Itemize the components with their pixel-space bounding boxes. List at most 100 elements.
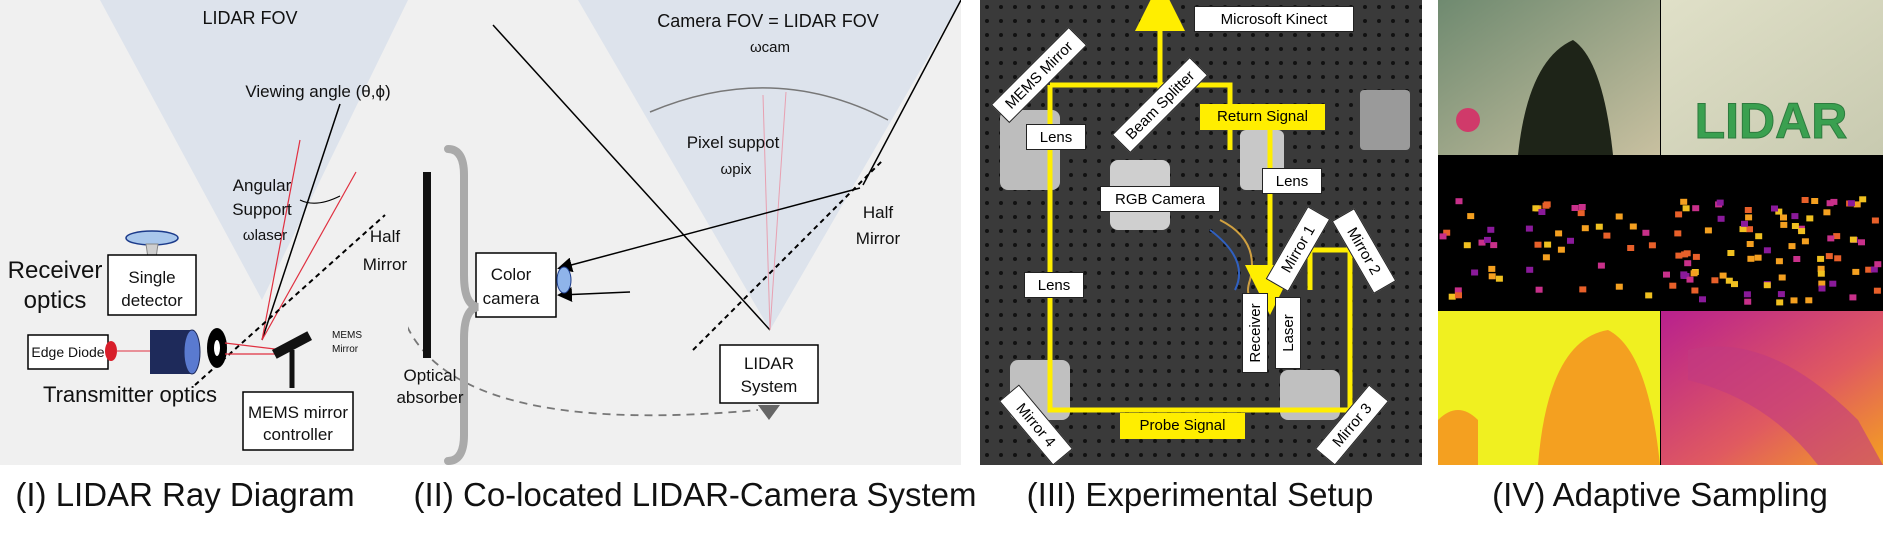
sample-point bbox=[1818, 280, 1826, 287]
camera-fov-label: Camera FOV = LIDAR FOV bbox=[657, 11, 879, 31]
fov-edge-left bbox=[492, 24, 771, 331]
receiver-optics-line2: optics bbox=[24, 287, 87, 314]
sample-point bbox=[1467, 213, 1475, 220]
sample-point bbox=[1488, 265, 1496, 272]
lidar-letters-text: LIDAR bbox=[1695, 93, 1848, 149]
laser-ray-left bbox=[261, 139, 301, 341]
angular-support-symbol: ωlaser bbox=[243, 227, 287, 244]
optical-absorber-label: Optical absorber bbox=[385, 365, 475, 409]
lidar-system-line1: LIDAR bbox=[744, 354, 794, 373]
beam-left bbox=[1047, 85, 1353, 413]
sample-point bbox=[1471, 269, 1479, 276]
probe-beam-1 bbox=[224, 342, 284, 351]
sample-point bbox=[1805, 297, 1813, 304]
sample-point bbox=[1871, 217, 1879, 224]
sample-point bbox=[1790, 297, 1798, 304]
sample-point bbox=[1704, 227, 1712, 234]
sample-point bbox=[1834, 255, 1842, 262]
sample-point bbox=[1776, 299, 1784, 306]
fov-edge-right bbox=[862, 0, 961, 186]
sample-point bbox=[1791, 213, 1799, 220]
reflected-ray-1 bbox=[557, 187, 861, 273]
sample-point bbox=[1744, 207, 1752, 213]
single-detector-line2: detector bbox=[121, 291, 183, 310]
sample-point bbox=[1525, 225, 1533, 232]
sample-point bbox=[1780, 214, 1787, 221]
sparse-samples-right bbox=[1661, 156, 1883, 310]
lidar-fov-cone bbox=[100, 0, 408, 300]
camera-lens-icon bbox=[556, 266, 572, 294]
sample-point bbox=[1680, 271, 1688, 278]
edge-diode-label: Edge Diode bbox=[31, 344, 104, 360]
sample-point bbox=[1577, 210, 1585, 217]
sample-point bbox=[1865, 266, 1873, 273]
sample-point bbox=[1663, 271, 1670, 278]
rgb-scene-lidar-letters bbox=[1661, 0, 1883, 155]
panel-colocated-system: Camera FOV = LIDAR FOV ωcam Pixel suppot… bbox=[408, 0, 961, 465]
sample-point bbox=[1780, 221, 1788, 228]
sample-point bbox=[1827, 235, 1835, 242]
sample-point bbox=[1741, 220, 1748, 227]
receiver-label: Receiver bbox=[1242, 293, 1268, 373]
lidar-fov-label: LIDAR FOV bbox=[202, 8, 297, 28]
sample-point bbox=[1448, 293, 1456, 300]
sample-point bbox=[1571, 205, 1579, 211]
camera-fov-cone bbox=[578, 0, 961, 330]
sample-point bbox=[1579, 286, 1587, 293]
sample-point bbox=[1675, 211, 1683, 218]
sparse-samples-left bbox=[1438, 156, 1660, 310]
single-detector-box bbox=[107, 254, 197, 316]
sample-point bbox=[1692, 253, 1700, 260]
sample-point bbox=[1806, 215, 1814, 222]
half-mirror-line2: Mirror bbox=[363, 255, 408, 274]
sample-point bbox=[1581, 225, 1589, 232]
angular-support-line2: Support bbox=[232, 200, 292, 219]
sample-point bbox=[1595, 223, 1603, 230]
transmitter-optics-label: Transmitter optics bbox=[43, 382, 217, 407]
sample-point bbox=[1778, 274, 1786, 281]
sample-point bbox=[1847, 200, 1855, 207]
sample-point bbox=[1775, 258, 1783, 265]
sample-point bbox=[1627, 245, 1635, 251]
sample-point bbox=[1763, 247, 1771, 254]
sample-point bbox=[1826, 200, 1834, 207]
sample-point bbox=[1744, 298, 1752, 305]
sample-point bbox=[1873, 287, 1881, 294]
sample-point bbox=[1490, 242, 1498, 249]
sample-point bbox=[1557, 246, 1565, 253]
color-camera-line1: Color bbox=[491, 265, 532, 284]
sample-point bbox=[1544, 241, 1552, 248]
sample-point bbox=[1686, 276, 1694, 283]
detector-lens-icon bbox=[125, 230, 179, 246]
sample-point bbox=[1801, 197, 1809, 203]
sample-point bbox=[1719, 272, 1727, 279]
sample-point bbox=[1567, 237, 1574, 244]
mems-mirror-line1: MEMS bbox=[332, 330, 362, 341]
sample-point bbox=[1716, 199, 1724, 206]
caption-colocated-system: (II) Co-located LIDAR-Camera System bbox=[413, 476, 977, 513]
edge-diode-box bbox=[27, 334, 109, 370]
sample-point bbox=[1853, 201, 1861, 208]
sample-point bbox=[1439, 233, 1447, 240]
sample-points-left bbox=[1439, 198, 1656, 300]
reflected-ray-2 bbox=[557, 286, 631, 302]
sample-point bbox=[1754, 254, 1762, 261]
sample-point bbox=[1535, 286, 1543, 293]
sample-point bbox=[1532, 205, 1540, 212]
sample-point bbox=[1858, 239, 1865, 246]
sample-point bbox=[1488, 273, 1496, 280]
sample-point bbox=[1859, 196, 1867, 203]
sample-point bbox=[1443, 229, 1451, 236]
sample-point bbox=[1538, 209, 1546, 215]
sample-point bbox=[1731, 281, 1738, 288]
sample-point bbox=[1454, 287, 1462, 294]
omega-cam-label: ωcam bbox=[750, 39, 790, 56]
sample-point bbox=[1487, 226, 1495, 233]
sample-point bbox=[1484, 236, 1491, 243]
pixel-ray-2 bbox=[769, 91, 787, 331]
optical-absorber-line2: absorber bbox=[396, 388, 464, 407]
return-signal-label: Return Signal bbox=[1200, 104, 1325, 130]
lens-label-a: Lens bbox=[1026, 124, 1086, 150]
sample-point bbox=[1615, 283, 1623, 290]
sample-point bbox=[1801, 238, 1809, 245]
